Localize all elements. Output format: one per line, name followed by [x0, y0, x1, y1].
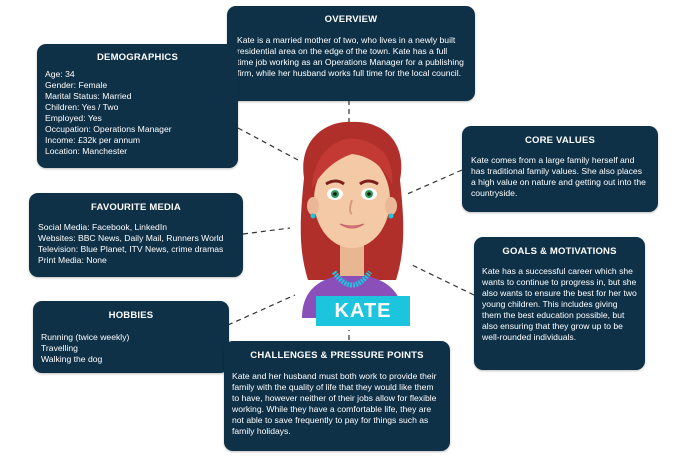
hobbies-card: HOBBIES Running (twice weekly) Travellin… — [33, 301, 229, 373]
hobbies-title: HOBBIES — [108, 310, 154, 321]
demographics-employed: Employed: Yes — [45, 113, 102, 123]
demographics-card: DEMOGRAPHICS Age: 34 Gender: Female Mari… — [37, 44, 238, 168]
connector-media — [242, 227, 291, 235]
demographics-title: DEMOGRAPHICS — [96, 52, 179, 63]
goals-text: Kate has a successful career which she w… — [482, 266, 637, 342]
connector-goals — [411, 264, 475, 296]
challenges-title: CHALLENGES & PRESSURE POINTS — [250, 350, 424, 361]
favourite-media-list: Social Media: Facebook, LinkedIn Website… — [38, 222, 234, 266]
media-websites: Websites: BBC News, Daily Mail, Runners … — [38, 233, 224, 243]
demographics-gender: Gender: Female — [45, 80, 108, 90]
hair-fringe — [312, 138, 393, 188]
core-values-card: CORE VALUES Kate comes from a large fami… — [462, 126, 658, 212]
media-social: Social Media: Facebook, LinkedIn — [38, 222, 167, 232]
overview-title: OVERVIEW — [324, 14, 378, 25]
overview-text: Kate is a married mother of two, who liv… — [237, 35, 464, 78]
challenges-text: Kate and her husband must both work to p… — [232, 371, 437, 436]
persona-avatar — [300, 121, 404, 318]
media-television: Television: Blue Planet, ITV News, crime… — [38, 244, 224, 254]
hobby-item: Walking the dog — [41, 354, 103, 364]
demographics-list: Age: 34 Gender: Female Marital Status: M… — [45, 69, 230, 157]
hobbies-list: Running (twice weekly) Travelling Walkin… — [41, 332, 221, 365]
hobby-item: Travelling — [41, 343, 78, 353]
demographics-income: Income: £32k per annum — [45, 135, 141, 145]
goals-title: GOALS & MOTIVATIONS — [502, 246, 617, 257]
hobby-item: Running (twice weekly) — [41, 332, 130, 342]
core-values-text: Kate comes from a large family herself a… — [471, 155, 646, 198]
favourite-media-card: FAVOURITE MEDIA Social Media: Facebook, … — [29, 193, 243, 277]
core-values-title: CORE VALUES — [524, 135, 596, 146]
challenges-card: CHALLENGES & PRESSURE POINTS Kate and he… — [224, 341, 450, 451]
connector-demographics — [237, 127, 299, 161]
demographics-children: Children: Yes / Two — [45, 102, 119, 112]
demographics-marital-status: Marital Status: Married — [45, 91, 132, 101]
overview-card: OVERVIEW Kate is a married mother of two… — [227, 6, 475, 101]
demographics-occupation: Occupation: Operations Manager — [45, 124, 172, 134]
goals-card: GOALS & MOTIVATIONS Kate has a successfu… — [474, 237, 645, 370]
mouth — [339, 223, 365, 229]
media-print: Print Media: None — [38, 255, 107, 265]
demographics-location: Location: Manchester — [45, 146, 128, 156]
necklace — [331, 270, 373, 288]
demographics-age: Age: 34 — [45, 69, 75, 79]
favourite-media-title: FAVOURITE MEDIA — [91, 202, 181, 213]
connector-core-values — [404, 169, 463, 196]
connector-hobbies — [227, 294, 296, 326]
persona-name-badge: KATE — [316, 296, 410, 326]
